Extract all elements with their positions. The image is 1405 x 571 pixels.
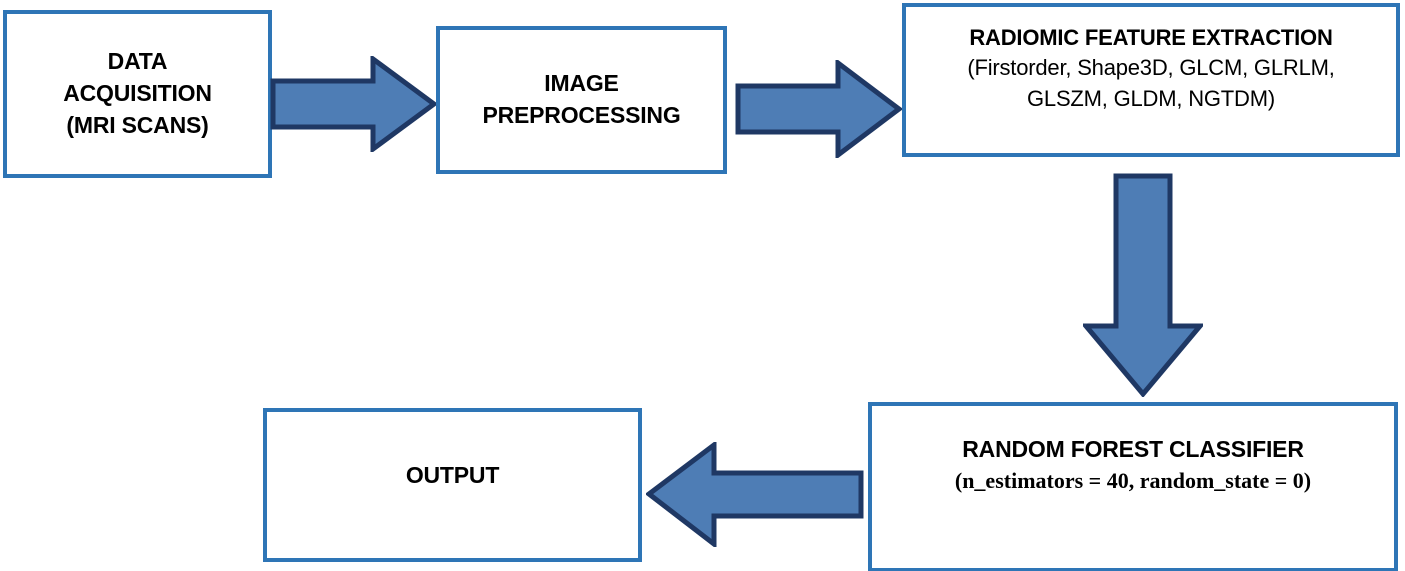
- node-data-acquisition-line-1: DATA: [107, 48, 168, 75]
- node-data-acquisition: DATA ACQUISITION (MRI SCANS): [3, 10, 272, 178]
- node-output-line-1: OUTPUT: [405, 462, 500, 488]
- node-feature-extraction-line-1: (Firstorder, Shape3D, GLCM, GLRLM,: [967, 55, 1335, 81]
- node-image-preprocessing-line-1: IMAGE: [544, 70, 619, 97]
- node-random-forest-line-1: (n_estimators = 40, random_state = 0): [954, 467, 1312, 493]
- arrow-left-icon: [646, 442, 864, 547]
- arrow-right-icon: [270, 56, 437, 152]
- node-feature-extraction-header: RADIOMIC FEATURE EXTRACTION: [969, 25, 1333, 50]
- node-image-preprocessing: IMAGE PREPROCESSING: [436, 26, 727, 174]
- node-image-preprocessing-line-2: PREPROCESSING: [482, 102, 681, 128]
- node-data-acquisition-line-3: (MRI SCANS): [66, 111, 209, 138]
- arrow-down-feature-extraction-to-random-forest: [1083, 173, 1203, 397]
- node-feature-extraction: RADIOMIC FEATURE EXTRACTION (Firstorder,…: [902, 3, 1400, 157]
- arrow-left-random-forest-to-output: [646, 442, 864, 547]
- arrow-right-icon: [735, 60, 902, 158]
- node-data-acquisition-line-2: ACQUISITION: [63, 80, 212, 107]
- arrow-right-acquisition-to-preprocessing: [270, 56, 437, 152]
- arrow-down-icon: [1083, 173, 1203, 397]
- arrow-right-preprocessing-to-feature-extraction: [735, 60, 902, 158]
- node-feature-extraction-line-2: GLSZM, GLDM, NGTDM): [1027, 85, 1275, 111]
- node-random-forest-header: RANDOM FOREST CLASSIFIER: [962, 436, 1304, 462]
- node-random-forest-classifier: RANDOM FOREST CLASSIFIER (n_estimators =…: [868, 402, 1398, 571]
- node-output: OUTPUT: [263, 408, 642, 562]
